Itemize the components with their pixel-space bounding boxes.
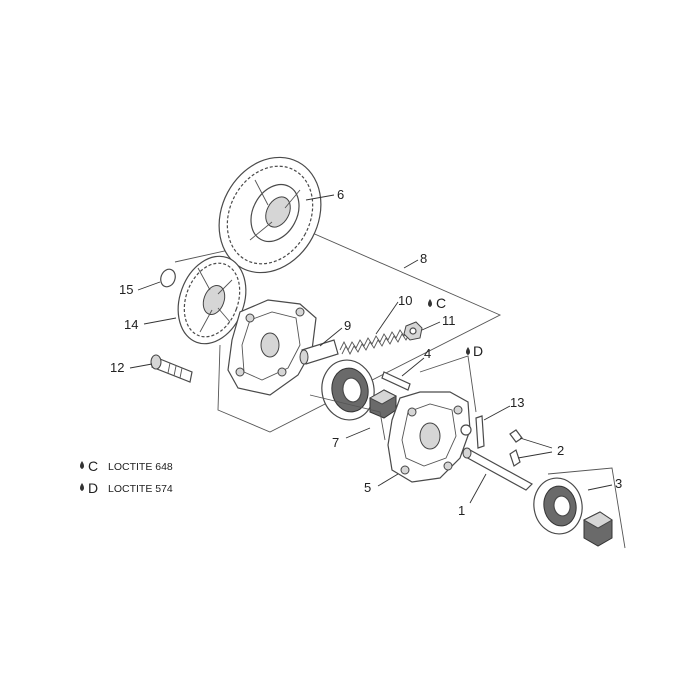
marker-c: C	[428, 295, 446, 311]
leader-8	[403, 259, 419, 269]
rotor-set-part-3	[533, 477, 613, 547]
callout-1: 1	[458, 503, 465, 518]
pins-part-2	[509, 429, 523, 467]
callout-15: 15	[119, 282, 133, 297]
dowel-part-4	[381, 371, 411, 391]
drop-icon	[80, 483, 84, 491]
leader-10	[375, 301, 399, 335]
callout-14: 14	[124, 317, 138, 332]
leader-7	[345, 427, 371, 439]
leader-4	[401, 357, 425, 377]
callout-3: 3	[615, 476, 622, 491]
legend-item-c: C LOCTITE 648	[80, 458, 173, 474]
callout-7: 7	[332, 435, 339, 450]
leader-2a	[519, 437, 553, 449]
leader-13	[483, 405, 511, 421]
callout-4: 4	[424, 346, 431, 361]
pump-cover-upper	[227, 299, 317, 396]
spring-part-10	[339, 327, 411, 356]
callout-8: 8	[420, 251, 427, 266]
svg-text:LOCTITE 648: LOCTITE 648	[108, 461, 173, 473]
svg-text:LOCTITE 574: LOCTITE 574	[108, 483, 173, 495]
large-gear-part-6	[218, 156, 322, 274]
leader-6	[305, 194, 335, 201]
shaft-part-1	[462, 447, 533, 491]
pin-part-13	[475, 415, 485, 449]
callout-12: 12	[110, 360, 124, 375]
drop-icon	[428, 299, 432, 307]
callout-11: 11	[442, 313, 456, 328]
callout-5: 5	[364, 480, 371, 495]
group-line-7	[309, 394, 386, 441]
outer-rotor-part-7	[321, 359, 375, 421]
drop-icon	[466, 347, 470, 355]
leader-14	[143, 317, 177, 325]
nut-part-11	[403, 321, 423, 341]
callout-9: 9	[344, 318, 351, 333]
svg-text:D: D	[88, 480, 98, 496]
legend-item-d: D LOCTITE 574	[80, 480, 173, 496]
group-line-d	[419, 355, 477, 413]
leader-9	[319, 327, 343, 347]
leader-2b	[517, 451, 553, 459]
pump-body-part-5	[387, 391, 472, 483]
marker-d: D	[466, 343, 483, 359]
ring-part-15	[160, 268, 176, 288]
svg-text:D: D	[473, 343, 483, 359]
leader-1	[469, 473, 487, 504]
drop-icon	[80, 461, 84, 469]
svg-text:C: C	[436, 295, 446, 311]
leader-5	[377, 473, 399, 487]
bolt-part-12	[150, 354, 193, 383]
svg-text:C: C	[88, 458, 98, 474]
leader-12	[129, 363, 153, 369]
callout-2: 2	[557, 443, 564, 458]
leader-3	[587, 484, 613, 491]
callout-6: 6	[337, 187, 344, 202]
legend: C LOCTITE 648 D LOCTITE 574	[80, 458, 173, 496]
group-line-3	[547, 467, 626, 549]
leader-11	[421, 321, 441, 331]
callout-13: 13	[510, 395, 524, 410]
leader-15	[137, 281, 161, 291]
callout-10: 10	[398, 293, 412, 308]
